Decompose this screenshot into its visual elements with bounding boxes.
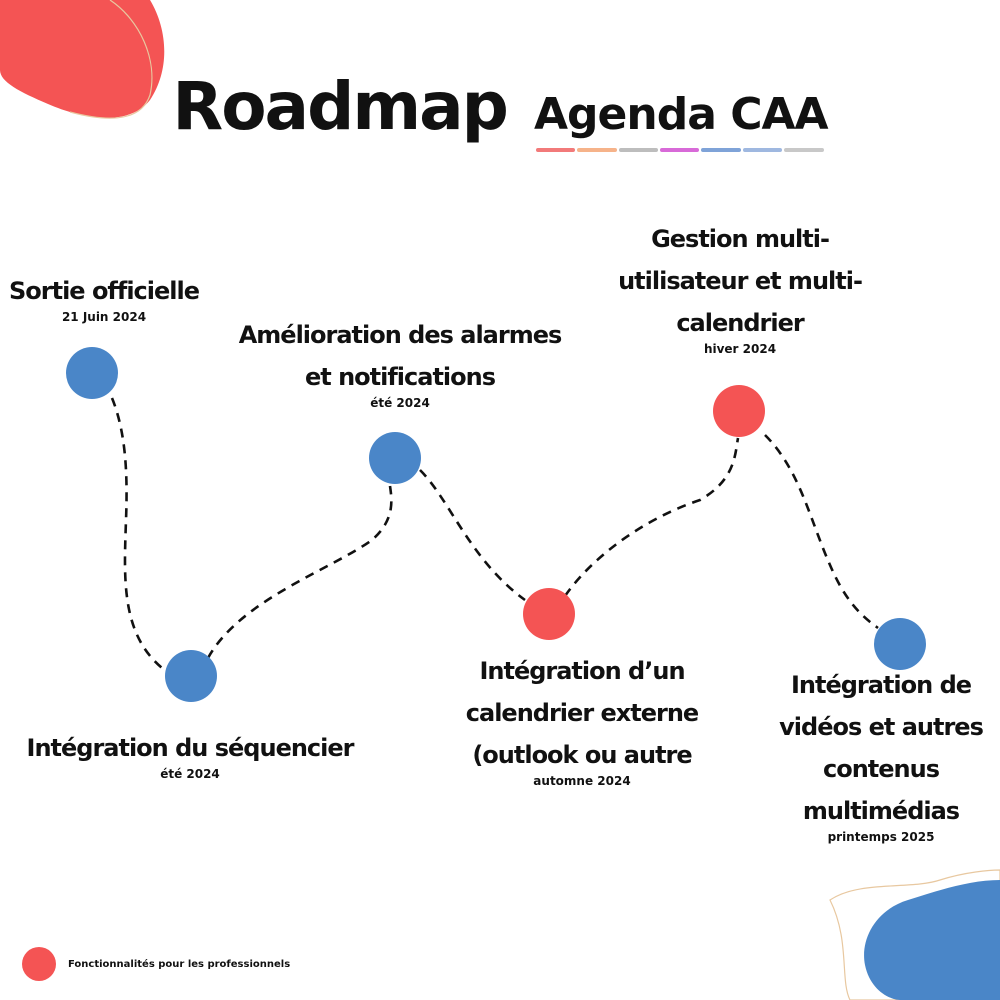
underline-segment bbox=[535, 148, 576, 152]
milestone-title: Sortie officielle bbox=[9, 277, 200, 305]
title-main: Roadmap bbox=[172, 68, 508, 145]
milestone-title: vidéos et autres bbox=[779, 713, 984, 741]
milestone-date: 21 Juin 2024 bbox=[61, 310, 147, 324]
milestone-date: printemps 2025 bbox=[827, 830, 935, 844]
milestone-title: Gestion multi- bbox=[651, 225, 830, 253]
milestone-title: Intégration de bbox=[790, 671, 972, 699]
milestone-label-sequencier: Intégration du séquencier été 2024 bbox=[26, 727, 355, 783]
underline-segment bbox=[701, 148, 741, 152]
milestone-node-calendrier-externe bbox=[523, 588, 575, 640]
underline-segment bbox=[742, 148, 783, 152]
milestone-title: utilisateur et multi- bbox=[618, 267, 863, 295]
underline-segment bbox=[577, 148, 617, 152]
milestone-title: calendrier externe bbox=[465, 699, 699, 727]
underline-segment bbox=[618, 148, 659, 152]
milestone-title: calendrier bbox=[676, 309, 804, 337]
milestone-date: hiver 2024 bbox=[703, 342, 777, 356]
title-sub-text: Agenda CAA bbox=[533, 89, 829, 140]
bottom-right-blob bbox=[829, 869, 1000, 1000]
milestone-label-multi: Gestion multi- utilisateur et multi- cal… bbox=[618, 218, 863, 358]
milestone-label-calendrier-externe: Intégration d’un calendrier externe (out… bbox=[465, 650, 699, 790]
milestone-title: contenus bbox=[822, 755, 940, 783]
milestone-title: Amélioration des alarmes bbox=[238, 321, 563, 349]
underline-segment bbox=[660, 148, 700, 152]
underline-segment bbox=[784, 148, 824, 152]
milestone-node-alarmes bbox=[369, 432, 421, 484]
milestone-label-videos: Intégration de vidéos et autres contenus… bbox=[779, 664, 984, 846]
milestone-label-alarmes: Amélioration des alarmes et notification… bbox=[238, 314, 563, 412]
legend-red-dot bbox=[22, 947, 56, 981]
milestone-title: et notifications bbox=[304, 363, 496, 391]
milestone-title: (outlook ou autre bbox=[472, 741, 692, 769]
milestone-node-videos bbox=[874, 618, 926, 670]
milestone-date: été 2024 bbox=[370, 396, 430, 410]
roadmap-dashed-line bbox=[110, 397, 879, 676]
milestone-date: automne 2024 bbox=[533, 774, 631, 788]
milestone-title: multimédias bbox=[802, 797, 960, 825]
legend-text: Fonctionnalités pour les professionnels bbox=[68, 958, 291, 970]
milestone-title: Intégration d’un bbox=[479, 657, 685, 685]
milestone-node-sortie bbox=[66, 347, 118, 399]
top-left-blob bbox=[0, 0, 165, 119]
milestone-date: été 2024 bbox=[160, 767, 220, 781]
title-underline bbox=[535, 148, 826, 152]
milestone-title: Intégration du séquencier bbox=[26, 734, 355, 762]
page-title: Roadmap Agenda CAA bbox=[0, 68, 1000, 152]
milestone-node-sequencier bbox=[165, 650, 217, 702]
legend: Fonctionnalités pour les professionnels bbox=[22, 946, 290, 982]
milestone-node-multi bbox=[713, 385, 765, 437]
title-sub: Agenda CAA bbox=[533, 89, 829, 152]
milestone-label-sortie: Sortie officielle 21 Juin 2024 bbox=[9, 270, 200, 326]
